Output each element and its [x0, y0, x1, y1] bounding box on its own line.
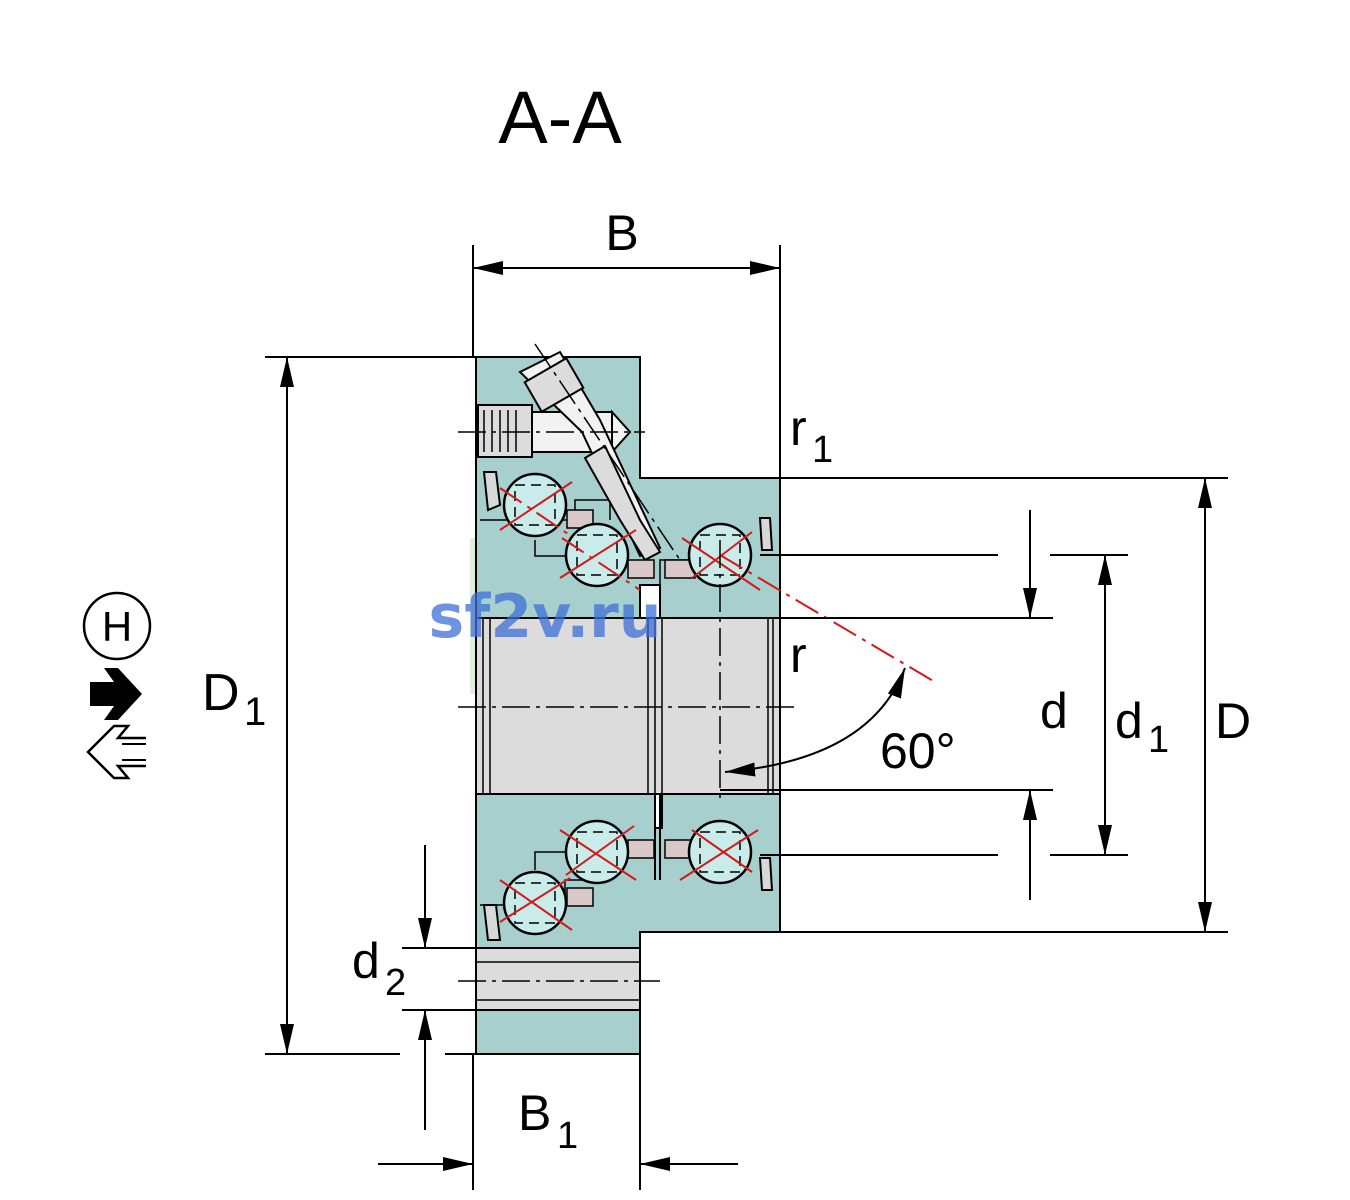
- label-r: r: [790, 627, 807, 683]
- dimension-labels: B D 1 d 2 B 1 r 1 r d d 1 D 60°: [202, 205, 1251, 1157]
- solid-arrow-right-icon: [90, 668, 142, 720]
- label-D1: D: [202, 664, 240, 722]
- label-B: B: [605, 205, 638, 261]
- rolling-ball-6: [499, 870, 573, 936]
- label-d1: d: [1115, 693, 1143, 749]
- watermark-text: sf2v.ru: [429, 582, 662, 652]
- dimension-lines: [265, 245, 1228, 1190]
- rolling-ball-2: [559, 522, 641, 591]
- label-d: d: [1040, 683, 1068, 739]
- label-B1-sub: 1: [557, 1115, 578, 1157]
- rolling-ball-1: [499, 472, 581, 543]
- label-angle: 60°: [880, 723, 956, 779]
- bearing-body: [458, 343, 936, 1055]
- label-d2: d: [352, 933, 380, 989]
- svg-text:H: H: [102, 603, 132, 650]
- label-r1-sub: 1: [812, 429, 833, 471]
- outline-arrow-left-icon: [86, 724, 146, 780]
- label-d1-sub: 1: [1148, 719, 1169, 761]
- legend-symbols: H: [82, 591, 152, 780]
- rolling-ball-4: [559, 819, 637, 885]
- label-r1: r: [790, 400, 807, 456]
- rolling-ball-5: [679, 819, 759, 885]
- label-B1: B: [518, 1085, 551, 1141]
- section-title: A-A: [498, 76, 622, 159]
- label-D1-sub: 1: [244, 690, 266, 734]
- label-d2-sub: 2: [385, 962, 406, 1004]
- housing-h-circle-icon: H: [82, 591, 152, 661]
- label-D: D: [1215, 693, 1251, 749]
